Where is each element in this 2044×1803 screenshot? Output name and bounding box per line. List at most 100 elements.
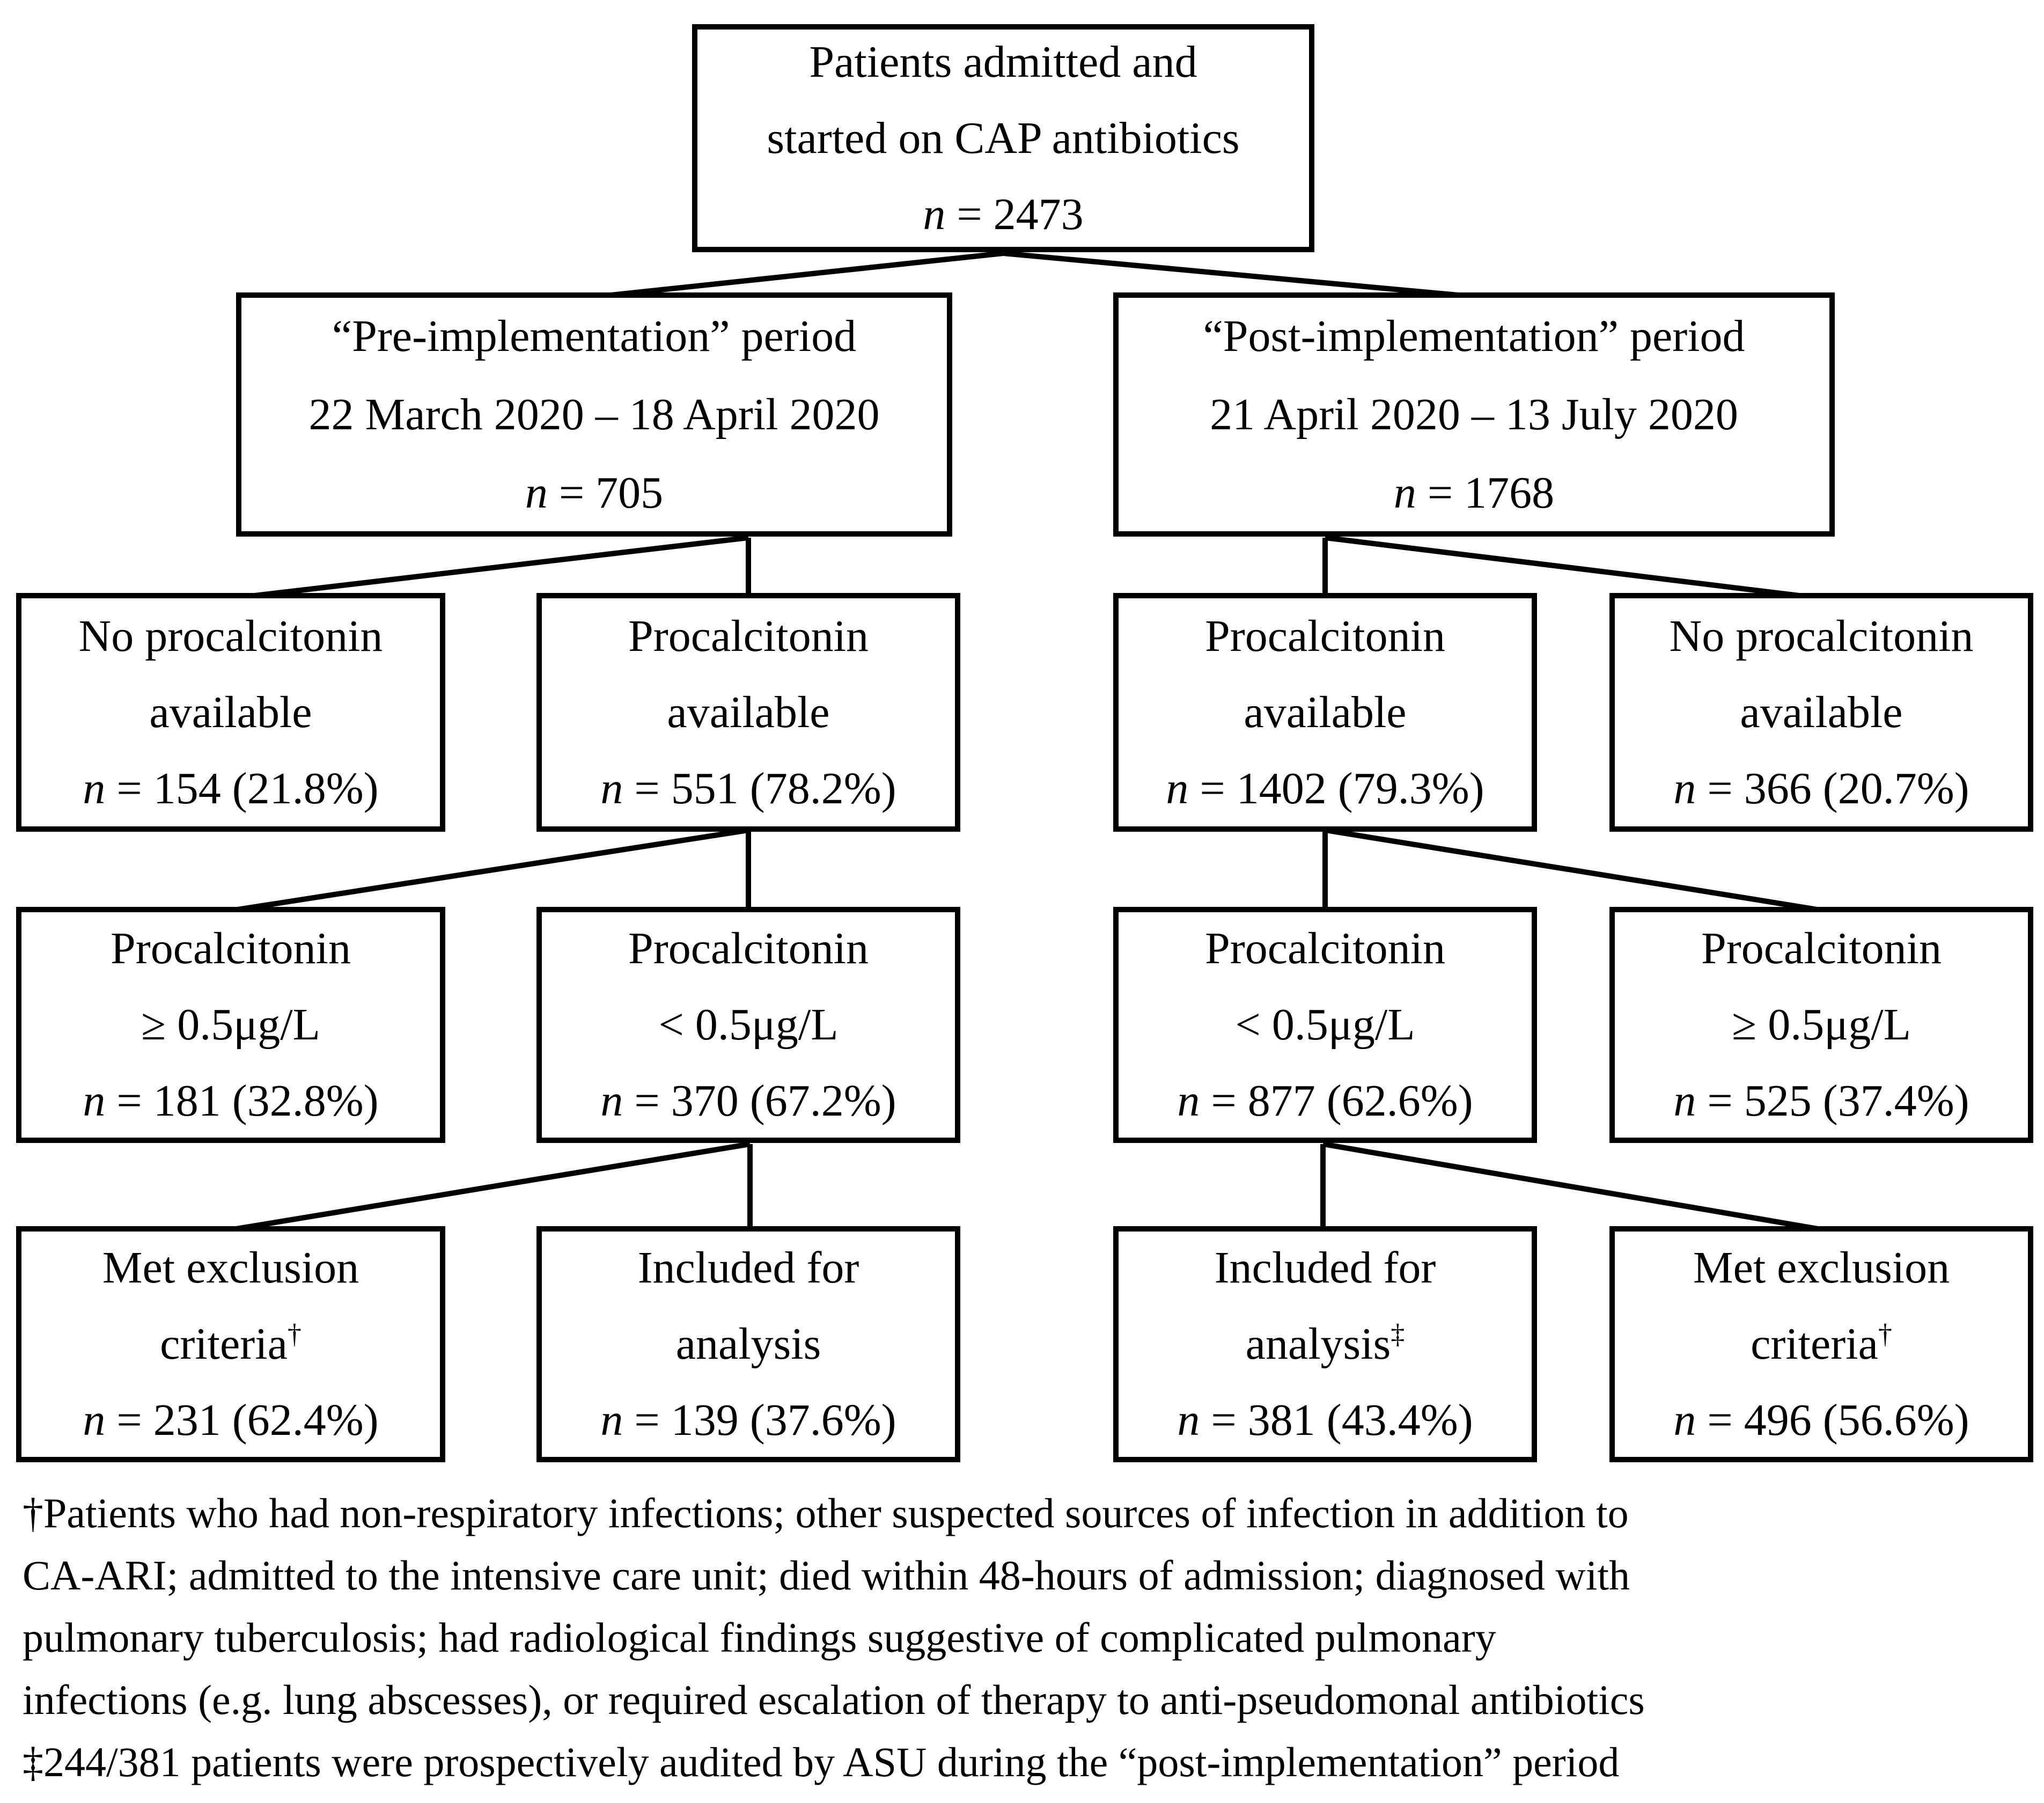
box-count: n = 366 (20.7%) (1673, 751, 1969, 827)
n-symbol: n (1177, 1076, 1200, 1126)
box-count: n = 1402 (79.3%) (1166, 751, 1484, 827)
n-symbol: n (600, 1076, 623, 1126)
n-symbol: n (1177, 1395, 1200, 1445)
box-count: n = 525 (37.4%) (1673, 1063, 1969, 1139)
n-symbol: n (525, 467, 548, 518)
flow-box-post-included: Included for analysis‡ n = 381 (43.4%) (1113, 1226, 1537, 1462)
n-value: = 551 (78.2%) (623, 763, 896, 813)
n-symbol: n (1673, 763, 1696, 813)
box-line: Procalcitonin (628, 611, 869, 661)
box-count: n = 551 (78.2%) (600, 751, 896, 827)
box-line: Procalcitonin (111, 924, 351, 973)
box-line: ≥ 0.5μg/L (141, 1000, 320, 1050)
flow-box-pre-pct-high: Procalcitonin ≥ 0.5μg/L n = 181 (32.8%) (16, 907, 445, 1143)
flow-box-pre-implementation-period: “Pre-implementation” period 22 March 202… (236, 292, 952, 537)
footnote-line: ‡244/381 patients were prospectively aud… (23, 1739, 1620, 1785)
flow-box-post-met-exclusion: Met exclusion criteria† n = 496 (56.6%) (1609, 1226, 2033, 1462)
flow-box-post-pct-low: Procalcitonin < 0.5μg/L n = 877 (62.6%) (1113, 907, 1537, 1143)
double-dagger-mark: ‡ (1391, 1319, 1405, 1350)
flow-box-post-no-procalcitonin: No procalcitonin available n = 366 (20.7… (1609, 593, 2033, 832)
box-line-text: criteria (1751, 1319, 1878, 1369)
flow-box-pre-included: Included for analysis n = 139 (37.6%) (536, 1226, 960, 1462)
box-count: n = 496 (56.6%) (1673, 1382, 1969, 1458)
n-value: = 877 (62.6%) (1200, 1076, 1473, 1126)
box-line: ≥ 0.5μg/L (1732, 1000, 1911, 1050)
box-line: available (1740, 687, 1903, 737)
box-count: n = 231 (62.4%) (83, 1382, 378, 1458)
n-symbol: n (1673, 1076, 1696, 1126)
box-count: n = 139 (37.6%) (600, 1382, 896, 1458)
n-symbol: n (1673, 1395, 1696, 1445)
box-line: available (1244, 687, 1407, 737)
box-line: < 0.5μg/L (1235, 1000, 1415, 1050)
flow-box-post-procalcitonin-available: Procalcitonin available n = 1402 (79.3%) (1113, 593, 1537, 832)
n-symbol: n (83, 1395, 106, 1445)
flow-box-post-implementation-period: “Post-implementation” period 21 April 20… (1113, 292, 1835, 537)
box-line: No procalcitonin (1669, 611, 1974, 661)
box-line-text: analysis (1245, 1319, 1391, 1369)
n-value: = 1768 (1416, 467, 1555, 518)
n-value: = 154 (21.8%) (105, 763, 379, 813)
box-line: available (149, 687, 312, 737)
n-symbol: n (600, 763, 623, 813)
n-value: = 381 (43.4%) (1200, 1395, 1473, 1445)
n-value: = 496 (56.6%) (1696, 1395, 1969, 1445)
box-line: Met exclusion (1693, 1243, 1950, 1293)
n-symbol: n (923, 189, 946, 239)
n-value: = 1402 (79.3%) (1188, 763, 1484, 813)
box-line: started on CAP antibiotics (767, 113, 1240, 163)
n-value: = 370 (67.2%) (623, 1076, 896, 1126)
flow-box-pre-no-procalcitonin: No procalcitonin available n = 154 (21.8… (16, 593, 445, 832)
n-value: = 139 (37.6%) (623, 1395, 896, 1445)
n-value: = 525 (37.4%) (1696, 1076, 1969, 1126)
n-symbol: n (600, 1395, 623, 1445)
box-line: analysis‡ (1246, 1306, 1405, 1382)
flow-box-pre-met-exclusion: Met exclusion criteria† n = 231 (62.4%) (16, 1226, 445, 1462)
box-line: 22 March 2020 – 18 April 2020 (308, 389, 880, 439)
box-count: n = 381 (43.4%) (1177, 1382, 1473, 1458)
footnote-line: infections (e.g. lung abscesses), or req… (23, 1676, 1645, 1723)
flow-box-pre-procalcitonin-available: Procalcitonin available n = 551 (78.2%) (536, 593, 960, 832)
box-count: n = 877 (62.6%) (1177, 1063, 1473, 1139)
box-line: Included for (1214, 1243, 1436, 1293)
dagger-mark: † (287, 1319, 302, 1350)
box-line: “Post-implementation” period (1203, 311, 1745, 361)
n-value: = 181 (32.8%) (105, 1076, 379, 1126)
n-value: = 366 (20.7%) (1696, 763, 1969, 813)
box-line: Patients admitted and (809, 36, 1197, 87)
n-symbol: n (83, 763, 106, 813)
n-symbol: n (83, 1076, 106, 1126)
box-count: n = 2473 (923, 177, 1083, 253)
box-count: n = 705 (525, 454, 663, 532)
flow-box-pre-pct-low: Procalcitonin < 0.5μg/L n = 370 (67.2%) (536, 907, 960, 1143)
n-value: = 2473 (945, 189, 1084, 239)
n-value: = 231 (62.4%) (105, 1395, 379, 1445)
box-count: n = 181 (32.8%) (83, 1063, 378, 1139)
footnote-line: †Patients who had non-respiratory infect… (23, 1490, 1629, 1536)
box-line: 21 April 2020 – 13 July 2020 (1210, 389, 1738, 439)
box-line: available (667, 687, 830, 737)
box-line: < 0.5μg/L (658, 1000, 839, 1050)
flow-box-post-pct-high: Procalcitonin ≥ 0.5μg/L n = 525 (37.4%) (1609, 907, 2033, 1143)
box-line: Procalcitonin (1701, 924, 1942, 973)
n-symbol: n (1393, 467, 1416, 518)
box-count: n = 154 (21.8%) (83, 751, 378, 827)
box-line: Procalcitonin (1205, 611, 1445, 661)
flow-box-patients-admitted: Patients admitted and started on CAP ant… (692, 24, 1314, 252)
footnotes: †Patients who had non-respiratory infect… (23, 1482, 2029, 1793)
box-count: n = 1768 (1394, 454, 1554, 532)
footnote-line: pulmonary tuberculosis; had radiological… (23, 1614, 1496, 1661)
n-value: = 705 (547, 467, 664, 518)
box-line: “Pre-implementation” period (332, 311, 857, 361)
box-line: criteria† (1751, 1306, 1892, 1382)
box-line: Procalcitonin (628, 924, 869, 973)
dagger-mark: † (1878, 1319, 1892, 1350)
box-line: Included for (637, 1243, 859, 1293)
box-line: Met exclusion (102, 1243, 359, 1293)
box-line: criteria† (160, 1306, 302, 1382)
box-line: No procalcitonin (78, 611, 383, 661)
n-symbol: n (1166, 763, 1189, 813)
box-count: n = 370 (67.2%) (600, 1063, 896, 1139)
